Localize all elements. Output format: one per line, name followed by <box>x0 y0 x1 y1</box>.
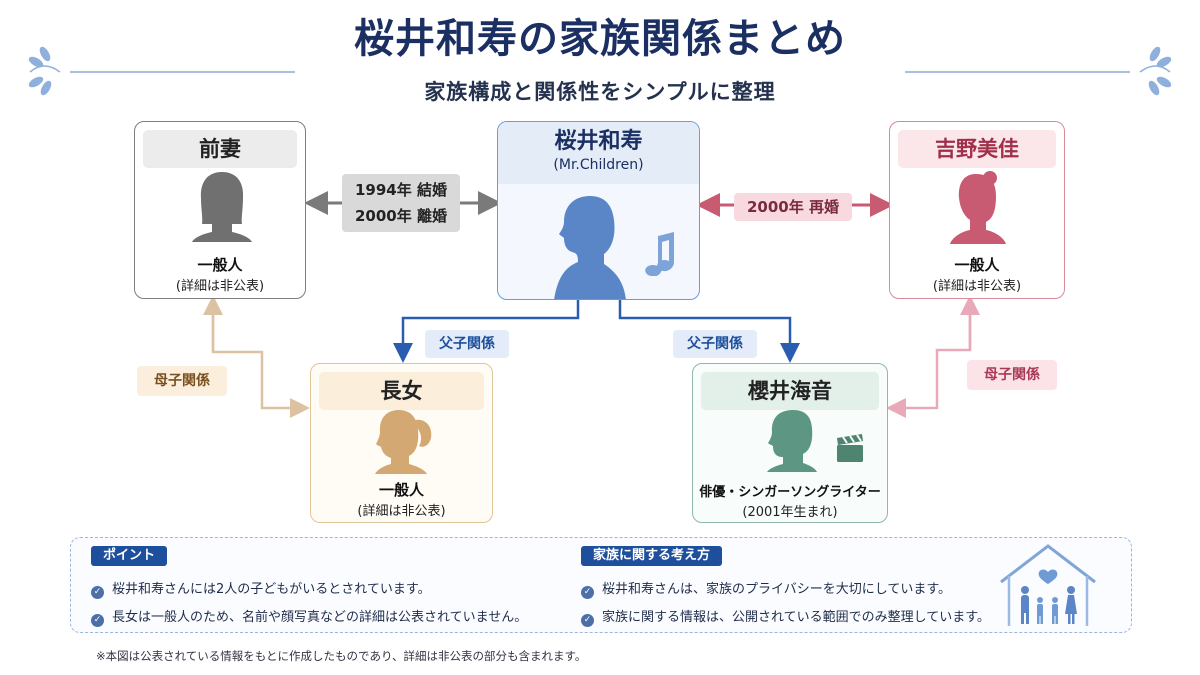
sakurai-head: 桜井和寿 (Mr.Children) <box>498 122 699 184</box>
woman-silhouette-icon <box>192 172 252 242</box>
page-subtitle: 家族構成と関係性をシンプルに整理 <box>424 80 776 104</box>
wife-name: 吉野美佳 <box>898 130 1056 168</box>
daughter-card: 長女 一般人 (詳細は非公表) <box>310 363 493 523</box>
ex-wife-desc: 一般人 <box>197 256 243 274</box>
points-heading: ポイント <box>91 546 168 566</box>
title-decoration <box>28 46 1172 96</box>
son-card: 櫻井海音 俳優・シンガーソングライター (2001年生まれ) <box>692 363 888 523</box>
boy-silhouette-icon <box>767 410 817 472</box>
father-child-badge-left: 父子関係 <box>425 330 509 358</box>
marriage-divorce-badge: 1994年 結婚 2000年 離婚 <box>342 174 460 232</box>
points-item-2: ✓ 長女は一般人のため、名前や顔写真などの詳細は公表されていません。 <box>91 606 527 627</box>
check-circle-icon: ✓ <box>581 586 594 599</box>
page-title: 桜井和寿の家族関係まとめ <box>354 16 846 62</box>
wife-note: (詳細は非公表) <box>932 279 1022 294</box>
son-desc: 俳優・シンガーソングライター <box>699 485 881 500</box>
ex-wife-card: 前妻 一般人 (詳細は非公表) <box>134 121 306 299</box>
family-view-item-2-text: 家族に関する情報は、公開されている範囲でのみ整理しています。 <box>602 610 990 625</box>
family-view-item-2: ✓ 家族に関する情報は、公開されている範囲でのみ整理しています。 <box>581 606 990 627</box>
family-house-icon <box>1000 544 1096 626</box>
father-child-badge-right: 父子関係 <box>673 330 757 358</box>
family-view-heading: 家族に関する考え方 <box>581 546 723 566</box>
clapperboard-icon <box>837 434 863 462</box>
sakurai-name: 桜井和寿 <box>554 129 643 154</box>
son-note: (2001年生まれ) <box>742 505 838 520</box>
points-item-2-text: 長女は一般人のため、名前や顔写真などの詳細は公表されていません。 <box>112 610 528 625</box>
daughter-name: 長女 <box>319 372 484 410</box>
check-circle-icon: ✓ <box>581 614 594 627</box>
points-item-1: ✓ 桜井和寿さんには2人の子どもがいるとされています。 <box>91 578 431 599</box>
check-circle-icon: ✓ <box>91 614 104 627</box>
woman-silhouette-icon <box>950 171 1006 244</box>
divorce-year-label: 2000年 離婚 <box>355 207 447 225</box>
daughter-desc: 一般人 <box>378 481 424 499</box>
mother-child-badge-right: 母子関係 <box>967 360 1057 390</box>
sakurai-band: (Mr.Children) <box>553 157 644 173</box>
daughter-note: (詳細は非公表) <box>357 504 446 519</box>
leaf-ornament-right-icon <box>1139 46 1172 96</box>
footnote: ※本図は公表されている情報をもとに作成したものであり、詳細は非公表の部分も含まれ… <box>96 649 587 663</box>
family-view-item-1-text: 桜井和寿さんは、家族のプライバシーを大切にしています。 <box>602 582 952 597</box>
sakurai-card: 桜井和寿 (Mr.Children) <box>497 121 700 300</box>
info-panel: ポイント ✓ 桜井和寿さんには2人の子どもがいるとされています。 ✓ 長女は一般人の… <box>70 537 1132 633</box>
marriage-year-label: 1994年 結婚 <box>355 181 447 199</box>
son-name: 櫻井海音 <box>701 372 879 410</box>
music-note-icon <box>645 232 674 276</box>
mother-child-badge-left: 母子関係 <box>137 366 227 396</box>
check-circle-icon: ✓ <box>91 586 104 599</box>
points-item-1-text: 桜井和寿さんには2人の子どもがいるとされています。 <box>112 582 431 597</box>
ex-wife-note: (詳細は非公表) <box>175 279 265 294</box>
wife-card: 吉野美佳 一般人 (詳細は非公表) <box>889 121 1065 299</box>
family-view-item-1: ✓ 桜井和寿さんは、家族のプライバシーを大切にしています。 <box>581 578 951 599</box>
leaf-ornament-left-icon <box>28 46 61 96</box>
ex-wife-name: 前妻 <box>143 130 297 168</box>
man-silhouette-icon <box>554 196 626 299</box>
wife-desc: 一般人 <box>954 256 1000 274</box>
remarriage-badge: 2000年 再婚 <box>734 193 852 221</box>
girl-ponytail-icon <box>375 410 432 474</box>
